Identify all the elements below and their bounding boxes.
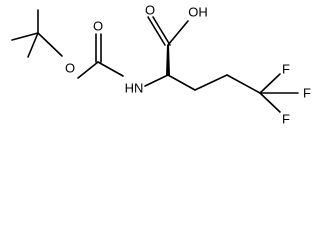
bond-tbu-methyl-left: [11, 32, 39, 41]
bond-alpha-to-beta-carbon: [167, 74, 196, 91]
bond-carbonyl-carbon-to-nitrogen: [97, 61, 124, 77]
bond-ester-oxygen-to-carbonyl-carbon: [77, 61, 99, 79]
atom-label-carbamate-oxygen: O: [93, 19, 103, 34]
bond-tbu-methyl-bottom: [27, 32, 39, 58]
atom-label-fluorine-bottom: F: [282, 112, 290, 127]
bond-tbu-to-ester-oxygen: [37, 32, 63, 57]
atom-label-hydroxyl: OH: [188, 5, 208, 20]
carboxylic-acid-group: [147, 16, 189, 75]
carbamate-group: [77, 33, 124, 79]
bond-nitrogen-to-alpha-carbon: [144, 74, 169, 87]
bond-cf3-to-fluorine-bottom: [259, 92, 281, 113]
tert-butyl-group: [11, 9, 63, 58]
bond-acid-carbon-to-hydroxyl: [167, 20, 189, 46]
stereo-wedge-bond: [166, 45, 170, 75]
atom-label-ester-oxygen: O: [65, 61, 75, 76]
bond-beta-to-gamma-carbon: [194, 74, 228, 91]
atom-label-acid-oxygen: O: [145, 3, 155, 18]
backbone: [144, 74, 261, 94]
bond-cf3-to-fluorine-top: [259, 73, 281, 94]
bond-gamma-to-cf3-carbon: [226, 74, 261, 94]
chemical-structure-diagram: O OH O O HN F F F: [11, 3, 311, 127]
bond-acid-carbonyl-double-1: [147, 16, 166, 46]
atom-label-amine: HN: [125, 81, 144, 96]
bond-acid-carbonyl-double-2: [152, 16, 171, 46]
trifluoromethyl-group: [259, 73, 299, 113]
atom-label-fluorine-right: F: [303, 86, 311, 101]
atom-label-fluorine-top: F: [282, 62, 290, 77]
